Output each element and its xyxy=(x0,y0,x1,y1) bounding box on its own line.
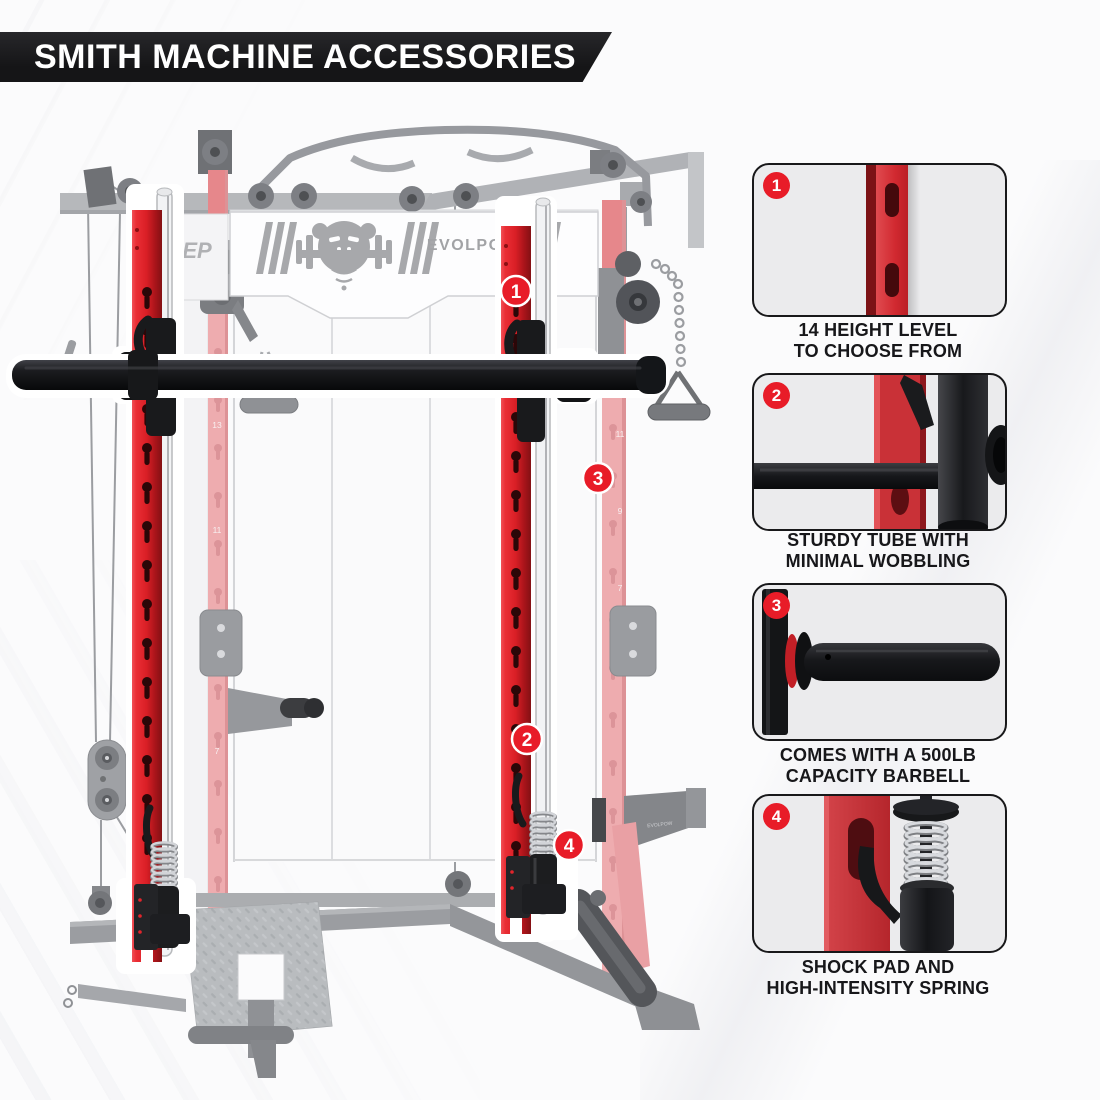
foot-platform xyxy=(183,901,333,1078)
hook xyxy=(858,846,902,924)
barbell-bar xyxy=(6,350,670,400)
caption-sturdy-tube: STURDY TUBE WITH MINIMAL WOBBLING xyxy=(785,530,971,571)
callout-badges: 1 2 3 4 xyxy=(499,274,615,862)
red-collar xyxy=(785,634,799,688)
callout-badge-2: 2 xyxy=(510,722,544,756)
callout-badge-3: 3 xyxy=(581,461,615,495)
panel-4-art xyxy=(824,796,959,951)
page-title: SMITH MACHINE ACCESSORIES xyxy=(34,37,577,76)
panel-badge-1: 1 xyxy=(763,172,790,199)
horizontal-tube xyxy=(754,463,946,489)
panel-badge-2: 2 xyxy=(763,382,790,409)
brand-text: EVOLPOW xyxy=(427,237,519,254)
svg-text:3: 3 xyxy=(593,469,604,490)
svg-text:2: 2 xyxy=(522,730,533,751)
pullup-bar xyxy=(249,125,652,227)
callout-badge-1: 1 xyxy=(499,274,533,308)
caption-height-levels: 14 HEIGHT LEVEL TO CHOOSE FROM xyxy=(793,320,963,361)
right-pulley-cluster xyxy=(598,251,678,354)
highlighted-accessories: 1 2 3 4 xyxy=(6,184,670,974)
right-spotter-arm xyxy=(609,605,657,677)
j-cup xyxy=(228,688,324,734)
triangle-handle xyxy=(647,370,711,421)
rail-dark-edge xyxy=(866,165,876,315)
svg-text:EVOLPOW: EVOLPOW xyxy=(647,821,673,830)
panel-3-art xyxy=(762,589,1000,735)
vertical-tube xyxy=(938,375,988,529)
feature-panel-sturdy-tube: 2 xyxy=(752,373,1007,531)
smith-machine-illustration: 13 11 9 7 13 11 9 7 xyxy=(6,125,711,1078)
svg-text:11: 11 xyxy=(213,525,222,535)
svg-text:7: 7 xyxy=(618,583,623,593)
title-banner: SMITH MACHINE ACCESSORIES xyxy=(0,32,612,82)
svg-text:4: 4 xyxy=(564,836,575,857)
plate-horn-bracket: EVOLPOW xyxy=(592,788,706,850)
brand-mark: EP xyxy=(182,238,212,263)
height-slot xyxy=(885,263,899,297)
panel-1-art xyxy=(866,165,920,315)
right-corner-post xyxy=(688,152,704,248)
left-slide-rail xyxy=(112,184,196,974)
barbell-sleeve xyxy=(804,643,1000,681)
caption-shock-pad: SHOCK PAD AND HIGH-INTENSITY SPRING xyxy=(766,957,990,998)
leg-roller xyxy=(563,822,657,1007)
double-pulley-plate xyxy=(87,739,127,821)
feature-panel-shock-pad: 4 xyxy=(752,794,1007,953)
height-slot xyxy=(885,183,899,217)
feature-panel-height-levels: 1 xyxy=(752,163,1007,317)
svg-text:11: 11 xyxy=(616,429,625,439)
hook xyxy=(900,375,934,430)
svg-text:9: 9 xyxy=(618,506,623,516)
callout-badge-4: 4 xyxy=(552,828,586,862)
right-hanging-chain xyxy=(672,278,687,368)
gorilla-logo xyxy=(296,221,392,291)
panel-badge-3: 3 xyxy=(763,592,790,619)
bottom-pulleys xyxy=(88,871,471,915)
caption-barbell: COMES WITH A 500LB CAPACITY BARBELL xyxy=(779,745,977,786)
panel-2-art xyxy=(754,375,1005,529)
left-base-bracket xyxy=(134,884,190,950)
svg-text:1: 1 xyxy=(511,282,522,303)
feature-panel-barbell: 3 xyxy=(752,583,1007,741)
svg-text:13: 13 xyxy=(212,420,222,430)
panel-badge-4: 4 xyxy=(763,803,790,830)
right-base-bracket xyxy=(506,856,566,918)
bottom-cylinder xyxy=(900,888,954,951)
svg-text:7: 7 xyxy=(215,746,220,756)
left-spotter-arm xyxy=(199,609,243,677)
